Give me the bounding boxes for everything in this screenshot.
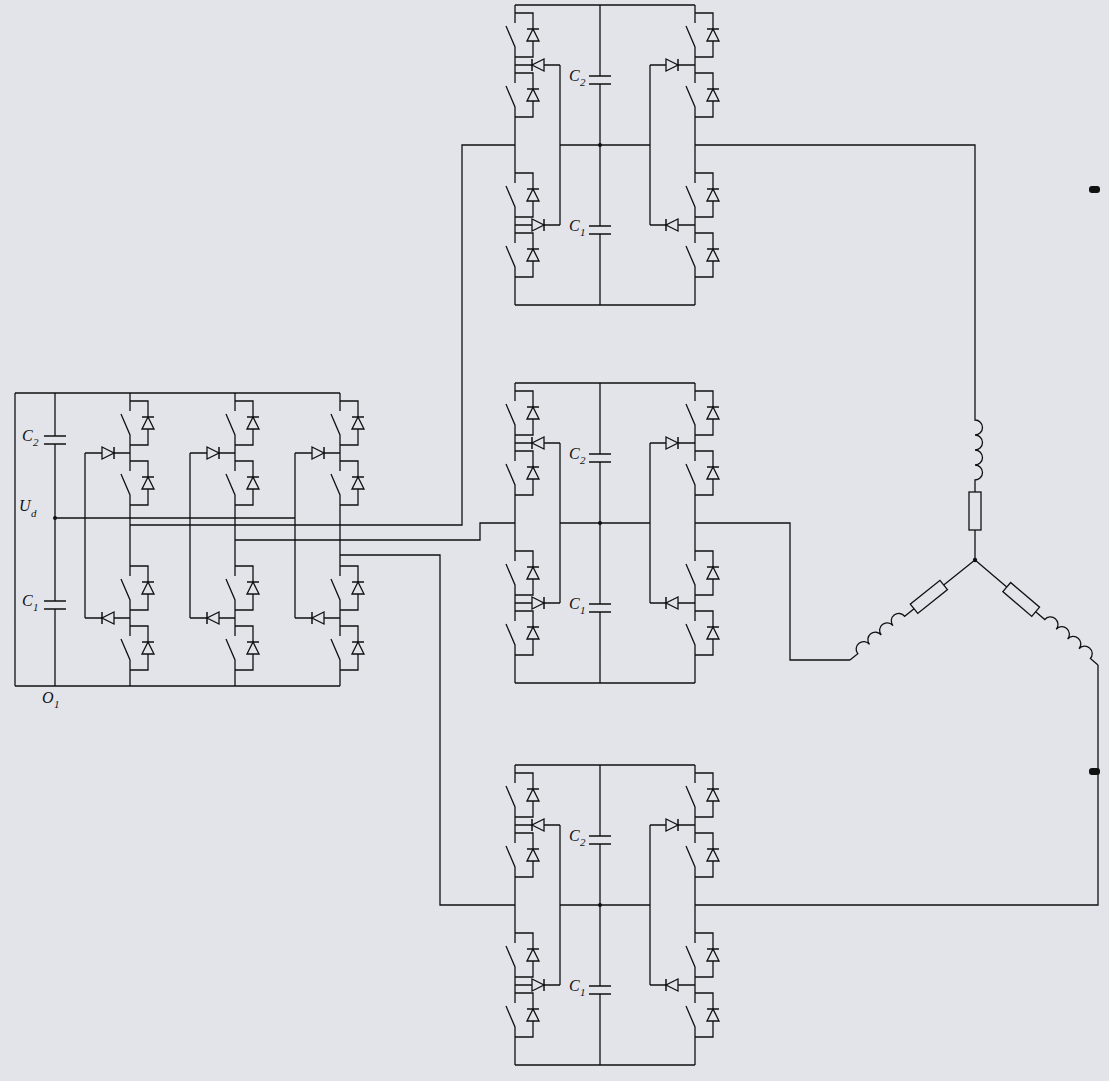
component-label: C [569,978,580,994]
load-wire [695,145,1098,905]
label-subscript: d [31,508,37,519]
label-subscript: 1 [54,699,60,710]
component-label: C [569,218,580,234]
component-label: C [569,68,580,84]
label-subscript: 2 [33,437,39,448]
label-subscript: 1 [33,602,39,613]
label-subscript: 1 [580,227,586,238]
hbridge-cell [506,383,719,683]
star-point [973,558,977,562]
component-label: C [569,596,580,612]
label-subscript: 2 [580,837,586,848]
phase-wire [130,145,515,905]
component-label: C [569,446,580,462]
hbridge-cell [506,5,719,305]
component-label: C [22,428,33,444]
label-subscript: 1 [580,987,586,998]
component-label: C [569,828,580,844]
component-label: O [42,690,54,706]
page-mark [1089,186,1100,193]
hbridge-cell [506,765,719,1065]
label-subscript: 1 [580,605,586,616]
page-mark [1089,768,1100,775]
component-label: U [19,498,31,514]
label-subscript: 2 [580,455,586,466]
rl-load [845,554,978,664]
label-subscript: 2 [580,77,586,88]
rl-load [971,554,1103,669]
component-label: C [22,593,33,609]
rl-load [969,410,983,560]
